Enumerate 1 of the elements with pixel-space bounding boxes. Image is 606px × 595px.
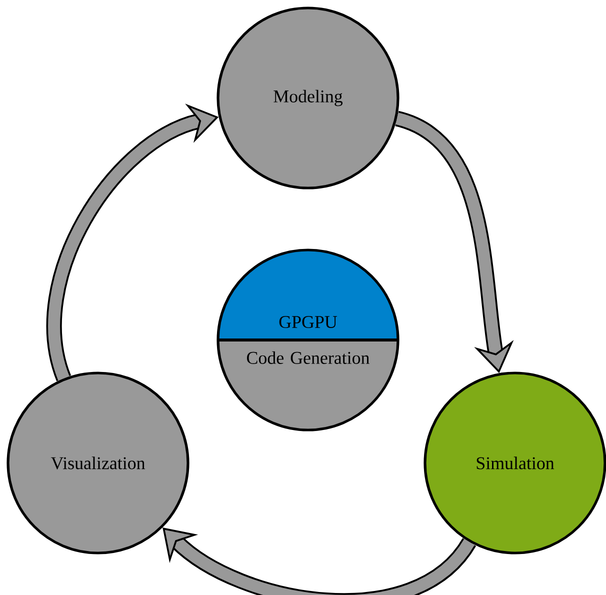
cycle-arrow [162,528,476,595]
